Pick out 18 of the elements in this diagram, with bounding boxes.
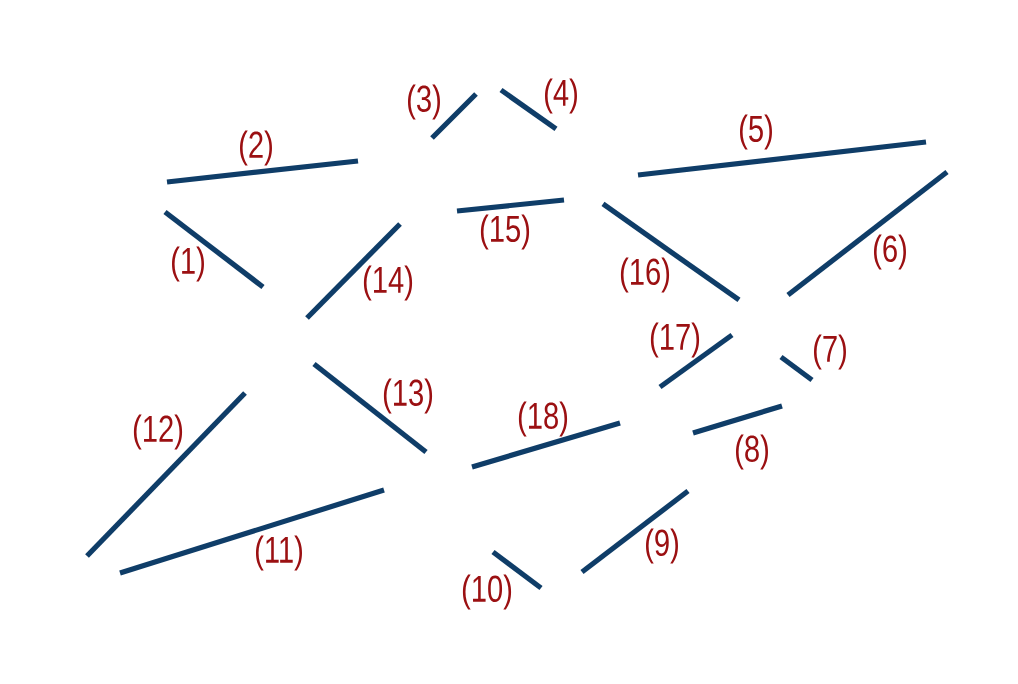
callout-number: (5) [740, 114, 772, 150]
callout-number: (15) [480, 214, 530, 250]
callout-number: (17) [650, 322, 700, 358]
callout-number: (18) [518, 401, 568, 437]
callout-number: (9) [646, 528, 678, 564]
callout-number: (7) [814, 334, 846, 370]
callout-number: (14) [363, 265, 413, 301]
callout-number: (3) [408, 84, 440, 120]
callout-number: (1) [172, 246, 204, 282]
callout-number: (4) [545, 78, 577, 114]
callout-number: (2) [240, 130, 272, 166]
callout-number: (10) [462, 574, 512, 610]
callout-number: (11) [256, 535, 302, 571]
callout-number: (8) [736, 434, 768, 470]
callout-number: (16) [620, 257, 670, 293]
callout-number: (12) [133, 414, 183, 450]
callout-number: (6) [874, 234, 906, 270]
callout-number: (13) [383, 378, 433, 414]
